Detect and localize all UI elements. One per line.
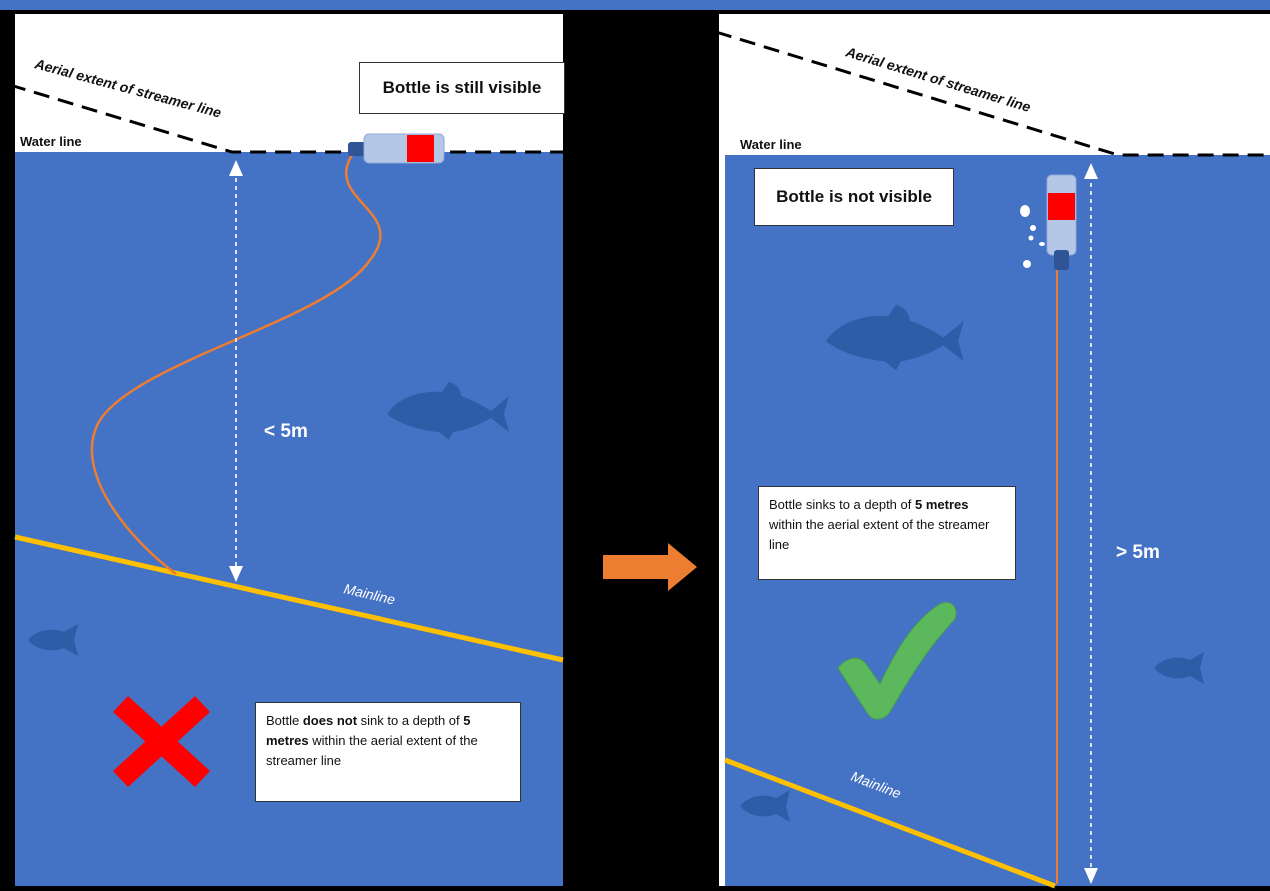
left-caption-part3: within the aerial extent of the streamer…: [266, 733, 478, 768]
right-caption-part1: Bottle sinks to a depth of: [769, 497, 915, 512]
left-status-box: Bottle is still visible: [359, 62, 565, 114]
left-caption-bold2: 5 metres: [266, 713, 471, 748]
left-caption-part2: sink to a depth of: [357, 713, 464, 728]
right-water-line-label: Water line: [740, 137, 802, 152]
arrow-right-icon: [603, 543, 697, 591]
left-caption-bold1: does not: [302, 713, 358, 728]
right-depth-arrow-bottom: [1084, 868, 1098, 884]
left-depth-arrow-top: [229, 160, 243, 176]
right-depth-arrow-top: [1084, 163, 1098, 179]
right-status-box: Bottle is not visible: [754, 168, 954, 226]
right-caption-bold1: 5 metres: [914, 497, 969, 512]
bubbles-icon: [1020, 205, 1045, 268]
checkmark-icon: [837, 602, 957, 720]
left-streamer-line: [9, 83, 563, 154]
right-caption-box: Bottle sinks to a depth of 5 metres with…: [758, 486, 1016, 580]
left-depth-arrow-bottom: [229, 566, 243, 582]
top-band: [0, 0, 1270, 10]
cross-icon: [113, 696, 210, 787]
left-depth-label: < 5m: [264, 421, 308, 442]
left-caption-part1: Bottle: [266, 713, 303, 728]
right-mainline: [724, 757, 1056, 889]
right-panel: Aerial extent of streamer line Water lin…: [715, 14, 1270, 889]
left-bottle-icon: [348, 133, 445, 164]
left-caption-box: Bottle does not sink to a depth of 5 met…: [255, 702, 521, 802]
left-water-line-label: Water line: [20, 134, 82, 149]
left-branchline: [90, 151, 382, 576]
right-streamer-line: [715, 30, 1270, 157]
right-bottle-icon: [1046, 174, 1077, 270]
right-depth-label: > 5m: [1116, 542, 1160, 563]
left-mainline: [14, 534, 564, 663]
right-caption-part2: within the aerial extent of the streamer…: [769, 517, 990, 552]
